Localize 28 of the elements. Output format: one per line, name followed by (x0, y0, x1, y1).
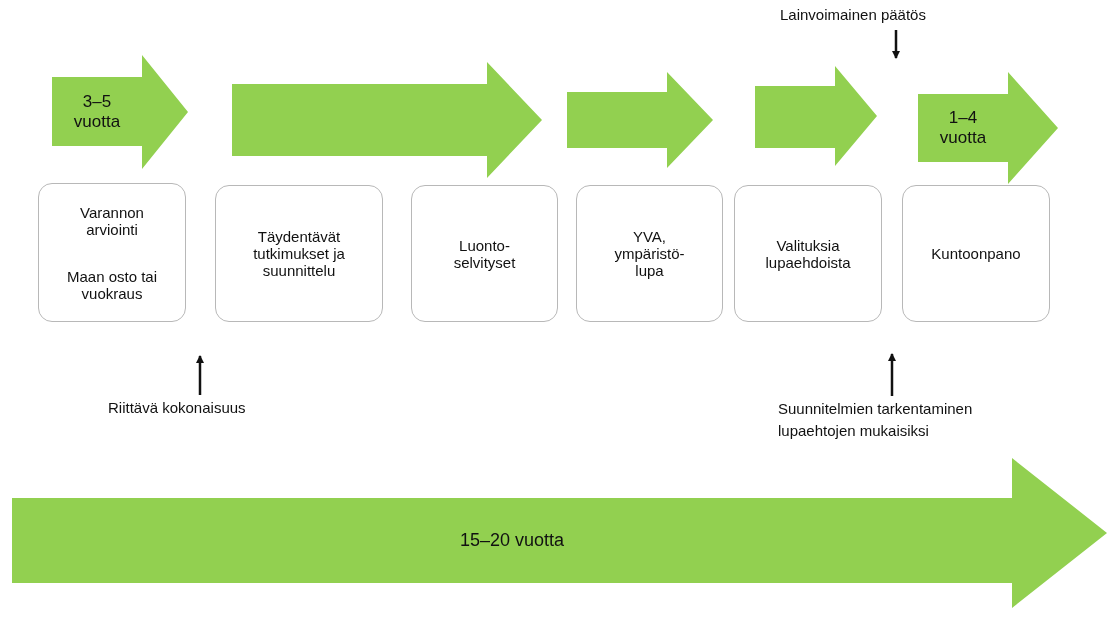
arrow-label: 15–20 vuotta (458, 529, 566, 552)
box-text: Täydentävät tutkimukset ja suunnittelu (252, 228, 346, 279)
box-text: Varannon arviointi (79, 203, 145, 238)
process-box (734, 185, 882, 322)
note-text: Suunnitelmien tarkentaminen lupaehtojen mukaisiksi (778, 398, 1013, 448)
process-box (902, 185, 1050, 322)
box-text: Luonto- selvityset (452, 236, 517, 271)
note-text: Lainvoimainen päätös (780, 4, 1020, 28)
arrow-shape (918, 72, 1058, 184)
process-box (215, 185, 383, 322)
arrow-shape (567, 72, 713, 168)
process-box (38, 183, 186, 322)
arrow-shape (12, 458, 1107, 608)
process-box (576, 185, 723, 322)
arrow-label: 3–5 vuotta (72, 90, 122, 133)
box-text: YVA, ympäristö- lupa (613, 228, 686, 279)
box-text: Kuntoonpano (931, 245, 1021, 262)
arrow-label: 1–4 vuotta (938, 107, 988, 149)
leader-arrow (196, 355, 204, 395)
box-text: Valituksia lupaehdoista (764, 236, 852, 271)
note-text: Riittävä kokonaisuus (108, 397, 328, 421)
leader-arrow (892, 30, 900, 59)
arrow-shape (755, 66, 877, 166)
arrow-shape (232, 62, 542, 178)
box-text: Maan osto tai vuokraus (65, 267, 159, 302)
leader-arrow (888, 353, 896, 396)
process-box (411, 185, 558, 322)
arrow-shape (52, 55, 188, 169)
